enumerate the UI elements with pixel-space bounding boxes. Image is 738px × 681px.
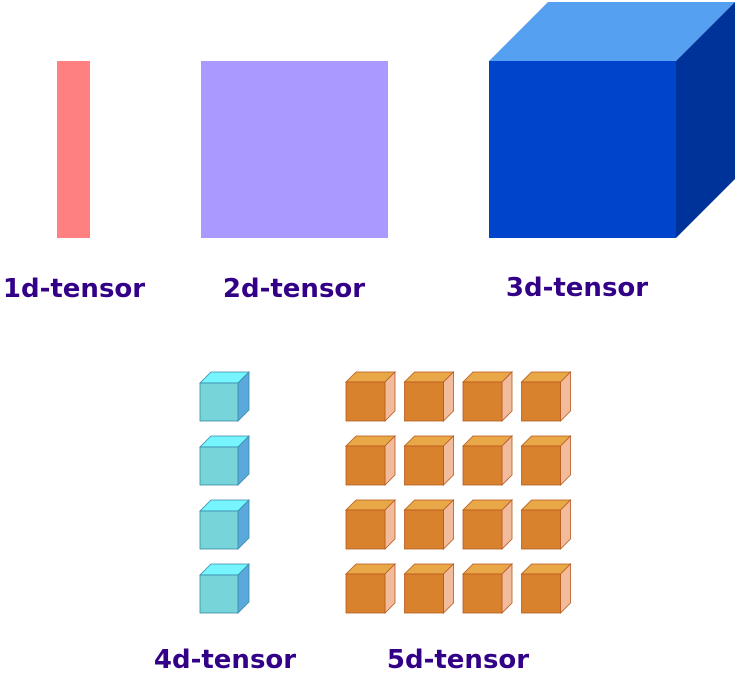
tensor-5d-cube-front: [462, 381, 503, 422]
tensor-4d-cube: [199, 563, 250, 614]
tensor-3d-cube-front: [489, 61, 676, 238]
tensor-3d-cube-side: [676, 2, 735, 238]
tensor-5d-cube-front: [521, 445, 561, 486]
tensor-5d-cube-front: [404, 445, 444, 486]
tensor-5d-cube: [345, 563, 396, 614]
tensor-5d-cubes: [345, 371, 572, 614]
tensor-3d-cube: [489, 2, 735, 238]
tensor-4d-cube-front: [199, 446, 239, 486]
tensor-4d-cube-front: [199, 382, 239, 422]
tensor-4d-cube-front: [199, 510, 239, 550]
tensor-5d-cube-front: [404, 573, 444, 614]
tensor-4d-cube: [199, 499, 250, 550]
tensor-5d-cube: [403, 371, 455, 422]
tensor-5d-cube-front: [462, 445, 503, 486]
tensor-1d-bar: [57, 61, 90, 238]
tensor-5d-cube: [520, 435, 572, 486]
tensor-3d-cube-top: [489, 2, 735, 61]
tensor-5d-cube-front: [345, 573, 386, 614]
tensor-5d-cube: [520, 371, 572, 422]
tensor-5d-cube-front: [404, 381, 444, 422]
tensor-5d-cube: [462, 435, 513, 486]
tensor-5d-cube: [403, 499, 455, 550]
tensor-4d-cube-front: [199, 574, 239, 614]
tensor-5d-cube: [345, 371, 396, 422]
tensor-5d-cube: [462, 563, 513, 614]
tensor-5d-cube-front: [521, 573, 561, 614]
tensor-5d-cube-front: [521, 509, 561, 550]
label-4d-tensor: 4d-tensor: [154, 645, 296, 675]
tensor-5d-cube: [345, 435, 396, 486]
tensor-5d-cube-front: [345, 509, 386, 550]
tensor-5d-cube-front: [404, 509, 444, 550]
tensor-5d-cube-front: [521, 381, 561, 422]
tensor-5d-cube-front: [345, 381, 386, 422]
tensor-4d-cube: [199, 435, 250, 486]
tensor-5d-cube: [520, 563, 572, 614]
tensor-4d-cubes: [199, 371, 250, 614]
tensor-5d-cube: [462, 371, 513, 422]
tensor-5d-cube: [345, 499, 396, 550]
tensor-5d-cube-front: [345, 445, 386, 486]
tensor-5d-cube-front: [462, 573, 503, 614]
tensor-5d-cube: [403, 563, 455, 614]
tensor-5d-cube: [403, 435, 455, 486]
label-3d-tensor: 3d-tensor: [506, 273, 648, 303]
tensor-5d-cube: [462, 499, 513, 550]
tensor-2d-square: [201, 61, 388, 238]
tensor-5d-cube: [520, 499, 572, 550]
label-1d-tensor: 1d-tensor: [3, 274, 145, 304]
label-2d-tensor: 2d-tensor: [223, 274, 365, 304]
tensor-5d-cube-front: [462, 509, 503, 550]
tensor-4d-cube: [199, 371, 250, 422]
label-5d-tensor: 5d-tensor: [387, 645, 529, 675]
